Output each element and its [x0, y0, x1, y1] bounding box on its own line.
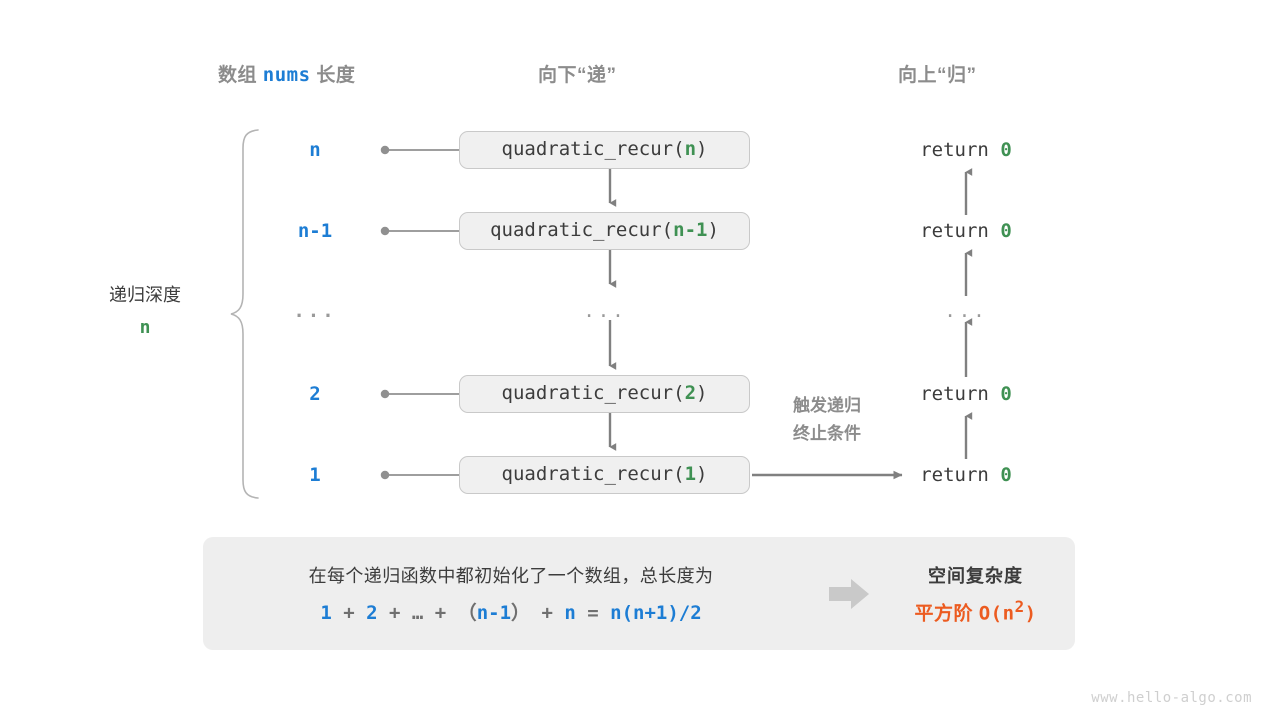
formula-op-4: + [530, 601, 565, 624]
header-recursion-up: 向上“归” [898, 65, 977, 86]
header-array-suffix: 长度 [310, 65, 356, 86]
array-size-row-2: ... [293, 300, 337, 322]
return-row-4: return 0 [871, 464, 1061, 486]
formula-paren-close: ） [511, 601, 531, 624]
summary-right: 空间复杂度 平方阶 O(n2) [886, 562, 1075, 625]
array-size-row-0: n [309, 139, 321, 161]
summary-left: 在每个递归函数中都初始化了一个数组，总长度为 1 + 2 + … + （n-1）… [203, 563, 811, 625]
call-box-row-3: quadratic_recur(2) [459, 375, 750, 413]
terminate-condition-note: 触发递归 终止条件 [752, 392, 902, 448]
call-box-prefix-3: quadratic_recur( [501, 382, 685, 404]
formula-term-2: 2 [366, 601, 378, 624]
array-size-row-1: n-1 [297, 220, 333, 242]
complexity-title: 空间复杂度 [928, 565, 1023, 586]
return-keyword-4: return [920, 464, 1001, 486]
header-array-prefix: 数组 [218, 65, 263, 86]
terminate-note-line-1: 触发递归 [793, 396, 861, 415]
formula-op-2: + [377, 601, 412, 624]
return-keyword-0: return [920, 139, 1001, 161]
call-box-row-4: quadratic_recur(1) [459, 456, 750, 494]
summary-description: 在每个递归函数中都初始化了一个数组，总长度为 [308, 565, 714, 586]
watermark: www.hello-algo.com [1091, 690, 1252, 706]
summary-formula: 1 + 2 + … + （n-1） + n = n(n+1)/2 [211, 598, 811, 625]
depth-brace [228, 128, 262, 505]
return-keyword-1: return [920, 220, 1001, 242]
return-value-1: 0 [1000, 220, 1012, 242]
formula-op-1: + [331, 601, 367, 624]
array-size-row-3: 2 [309, 383, 321, 405]
call-box-suffix-3: ) [696, 382, 708, 404]
complexity-exponent: 2 [1014, 596, 1025, 616]
call-box-arg-1: n-1 [673, 219, 708, 241]
return-row-2: ... [944, 300, 988, 322]
call-box-arg-3: 2 [684, 382, 697, 404]
formula-equals: = [575, 601, 611, 624]
formula-term-5: n [564, 601, 576, 624]
call-box-suffix-1: ) [707, 219, 719, 241]
call-box-prefix-1: quadratic_recur( [490, 219, 674, 241]
return-value-3: 0 [1000, 383, 1012, 405]
header-recursion-down: 向下“递” [538, 65, 617, 86]
call-box-row-0: quadratic_recur(n) [459, 131, 750, 169]
return-value-4: 0 [1000, 464, 1012, 486]
formula-term-1: 1 [320, 601, 332, 624]
recursion-depth-label: 递归深度 n [60, 280, 230, 343]
call-box-suffix-0: ) [696, 138, 708, 160]
array-size-row-4: 1 [309, 464, 321, 486]
formula-term-4: n-1 [476, 601, 512, 624]
recursion-depth-title: 递归深度 [109, 285, 181, 305]
complexity-notation-tail: ) [1024, 602, 1037, 625]
summary-panel: 在每个递归函数中都初始化了一个数组，总长度为 1 + 2 + … + （n-1）… [203, 537, 1075, 650]
terminate-note-line-2: 终止条件 [793, 424, 861, 444]
return-row-1: return 0 [871, 220, 1061, 242]
formula-paren-open: （ [457, 601, 477, 624]
formula-ellipsis: … [411, 601, 424, 624]
header-array-name: nums [262, 64, 311, 86]
complexity-value: 平方阶 O(n2) [886, 597, 1065, 625]
call-box-arg-4: 1 [684, 463, 697, 485]
return-row-0: return 0 [871, 139, 1061, 161]
formula-result: n(n+1)/2 [610, 601, 702, 624]
formula-op-3: + [423, 601, 458, 624]
return-value-0: 0 [1000, 139, 1012, 161]
complexity-kind: 平方阶 [914, 603, 979, 625]
call-box-prefix-4: quadratic_recur( [501, 463, 685, 485]
call-box-prefix-0: quadratic_recur( [501, 138, 685, 160]
call-box-row-1: quadratic_recur(n-1) [459, 212, 750, 250]
call-box-arg-0: n [684, 138, 697, 160]
header-array-length: 数组 nums 长度 [218, 60, 355, 87]
complexity-notation: O(n [978, 602, 1015, 625]
recursion-depth-value: n [139, 316, 151, 338]
right-block-arrow-icon [828, 578, 869, 609]
call-box-row-2: ... [583, 300, 627, 322]
return-keyword-3: return [920, 383, 1001, 405]
return-row-3: return 0 [871, 383, 1061, 405]
call-box-suffix-4: ) [696, 463, 708, 485]
summary-arrow [811, 577, 886, 611]
